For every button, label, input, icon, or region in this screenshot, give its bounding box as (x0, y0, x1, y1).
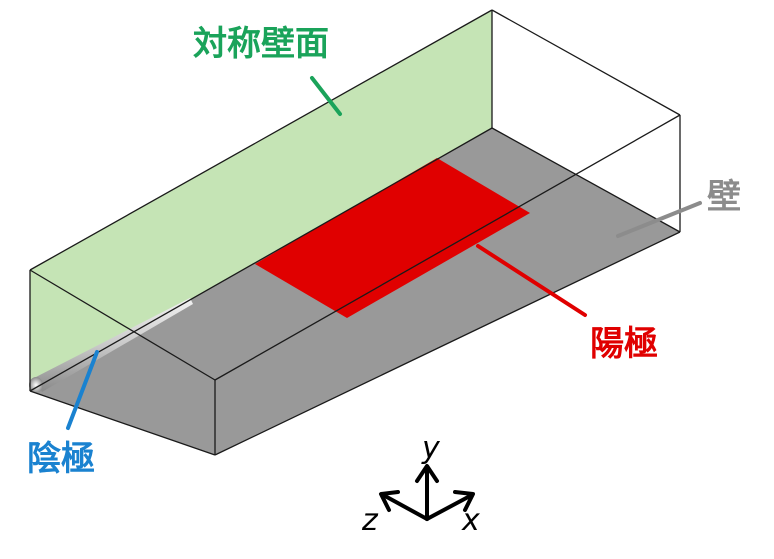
anode-label: 陽極 (590, 324, 658, 364)
symmetry-wall-leader (310, 76, 342, 116)
axis-z-label: z (361, 503, 379, 538)
axis-x-label: x (461, 503, 480, 538)
coordinate-axes (379, 464, 475, 521)
axis-y-label: y (421, 431, 441, 466)
anode-leader (476, 244, 587, 317)
cathode-leader (66, 350, 99, 430)
symmetry-wall-label: 対称壁面 (193, 24, 329, 64)
symmetry-wall-face (30, 10, 492, 391)
cathode-label: 陰極 (27, 439, 95, 479)
wall-label: 壁 (707, 177, 741, 217)
anode-plate (255, 158, 530, 318)
wall-leader (616, 201, 702, 238)
